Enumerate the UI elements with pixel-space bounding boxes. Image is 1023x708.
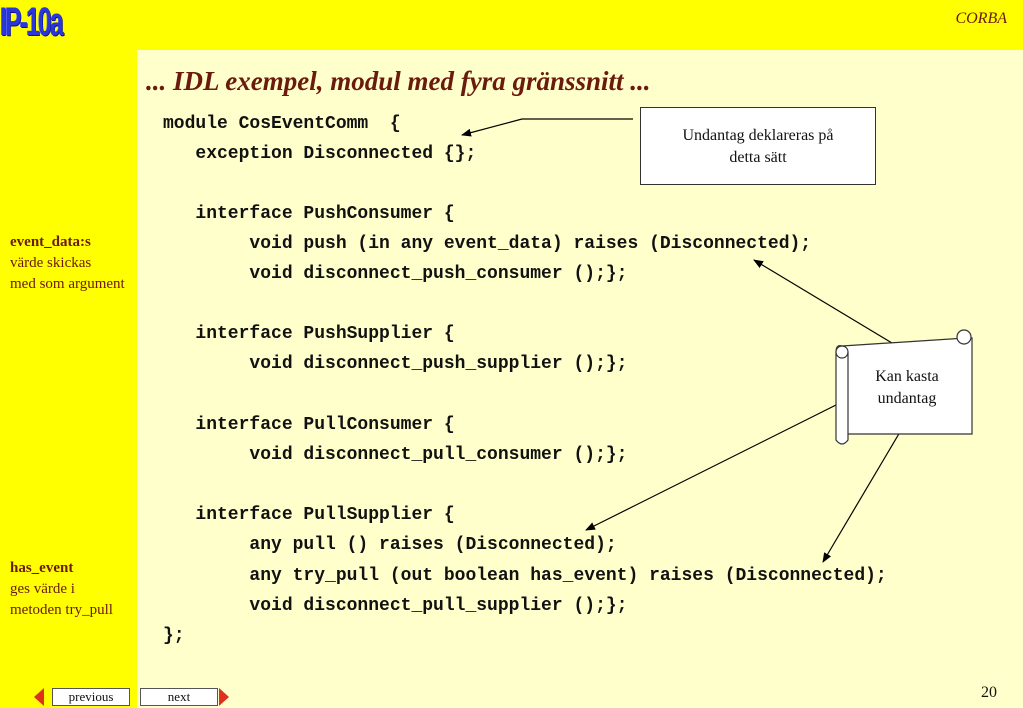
code-line: interface PullConsumer { [163, 415, 455, 435]
side-note-line: metoden try_pull [10, 602, 113, 618]
side-note-line: värde skickas [10, 255, 92, 271]
slide-title: ... IDL exempel, modul med fyra gränssni… [146, 66, 651, 96]
code-line: exception Disconnected {}; [163, 144, 477, 164]
code-line: void disconnect_pull_supplier ();}; [163, 596, 628, 616]
previous-button[interactable]: previous [52, 688, 130, 706]
side-note-term: event_data:s [10, 234, 91, 250]
page-number: 20 [981, 684, 997, 701]
code-line: void disconnect_push_supplier ();}; [163, 354, 628, 374]
next-button[interactable]: next [140, 688, 218, 706]
course-logo: IP-10a [0, 0, 64, 44]
side-note-line: med som argument [10, 276, 125, 292]
code-line: interface PushConsumer { [163, 204, 455, 224]
side-band [0, 0, 137, 708]
exception-callout-box: Undantag deklareras på detta sätt [640, 107, 876, 185]
callout-line: detta sätt [729, 149, 787, 166]
side-note-event-data: event_data:s värde skickas med som argum… [10, 232, 125, 295]
side-note-line: ges värde i [10, 581, 75, 597]
code-line: any pull () raises (Disconnected); [163, 535, 617, 555]
code-line: module CosEventComm { [163, 114, 401, 134]
scroll-callout-text: Kan kasta undantag [848, 366, 966, 410]
callout-line: undantag [877, 390, 937, 407]
top-band [0, 0, 1023, 50]
callout-line: Undantag deklareras på [682, 127, 834, 144]
code-line: any try_pull (out boolean has_event) rai… [163, 566, 887, 586]
side-note-term: has_event [10, 560, 74, 576]
code-line: interface PullSupplier { [163, 505, 455, 525]
code-line: void disconnect_push_consumer ();}; [163, 264, 628, 284]
code-line: void disconnect_pull_consumer ();}; [163, 445, 628, 465]
callout-line: Kan kasta [875, 368, 939, 385]
code-line: interface PushSupplier { [163, 324, 455, 344]
side-note-has-event: has_event ges värde i metoden try_pull [10, 558, 113, 621]
header-topic: CORBA [955, 10, 1007, 27]
code-line: void push (in any event_data) raises (Di… [163, 234, 812, 254]
code-line: }; [163, 626, 185, 646]
